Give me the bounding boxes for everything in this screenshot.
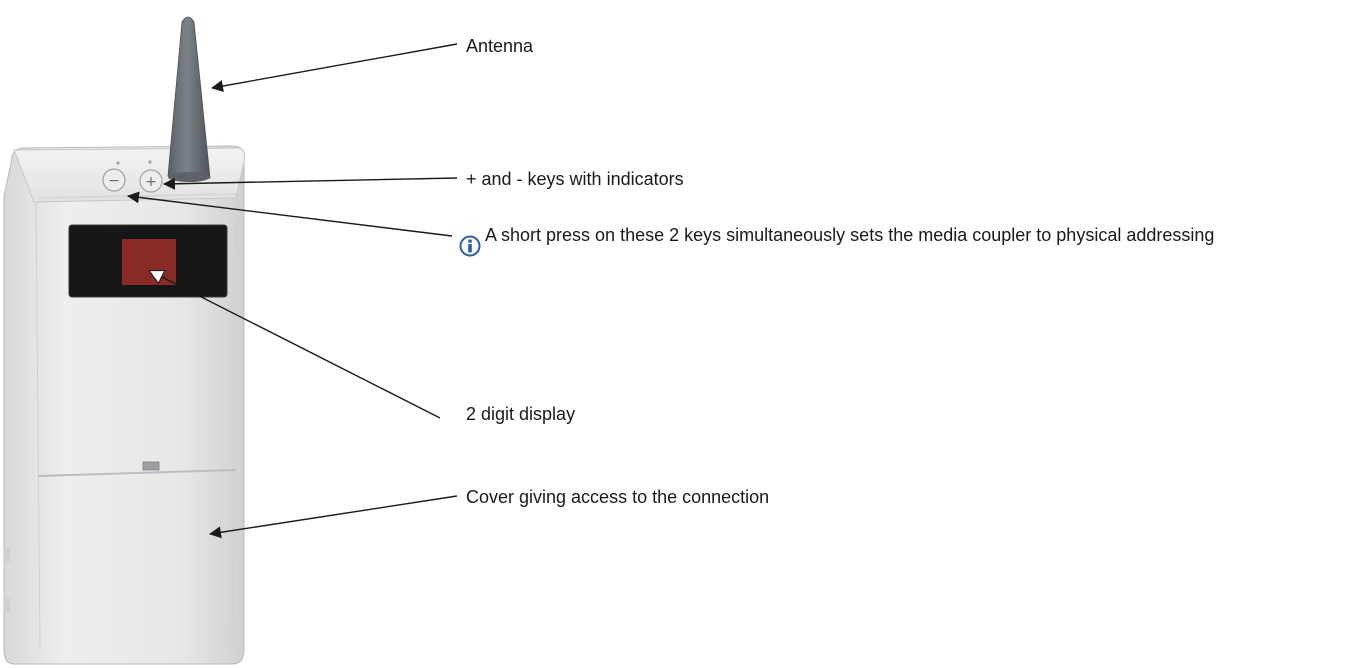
- keys-label: + and - keys with indicators: [466, 169, 684, 189]
- info-icon: [459, 235, 481, 257]
- display-leader: [150, 271, 441, 419]
- plus-indicator: [148, 160, 152, 164]
- cover-latch: [142, 461, 160, 471]
- plus-key-symbol: +: [145, 174, 157, 190]
- plus-key: [139, 169, 163, 193]
- note-leader: [127, 191, 453, 237]
- cover-seam: [37, 469, 237, 477]
- display-label: 2 digit display: [466, 404, 576, 424]
- minus-key: [102, 168, 126, 192]
- cover-label: Cover giving access to the connection: [466, 487, 770, 507]
- device-housing: [3, 145, 245, 665]
- minus-indicator: [116, 161, 120, 165]
- keys-leader: [163, 177, 458, 190]
- addressing-note: A short press on these 2 keys simultaneo…: [485, 225, 1215, 245]
- minus-key-symbol: −: [108, 173, 120, 189]
- antenna-leader: [211, 43, 458, 92]
- leader-lines: [127, 43, 458, 539]
- antenna-label: Antenna: [466, 36, 534, 56]
- media-coupler-device: − +: [3, 16, 245, 665]
- antenna: [167, 16, 211, 182]
- two-digit-display: [122, 239, 176, 285]
- cover-leader: [209, 495, 458, 539]
